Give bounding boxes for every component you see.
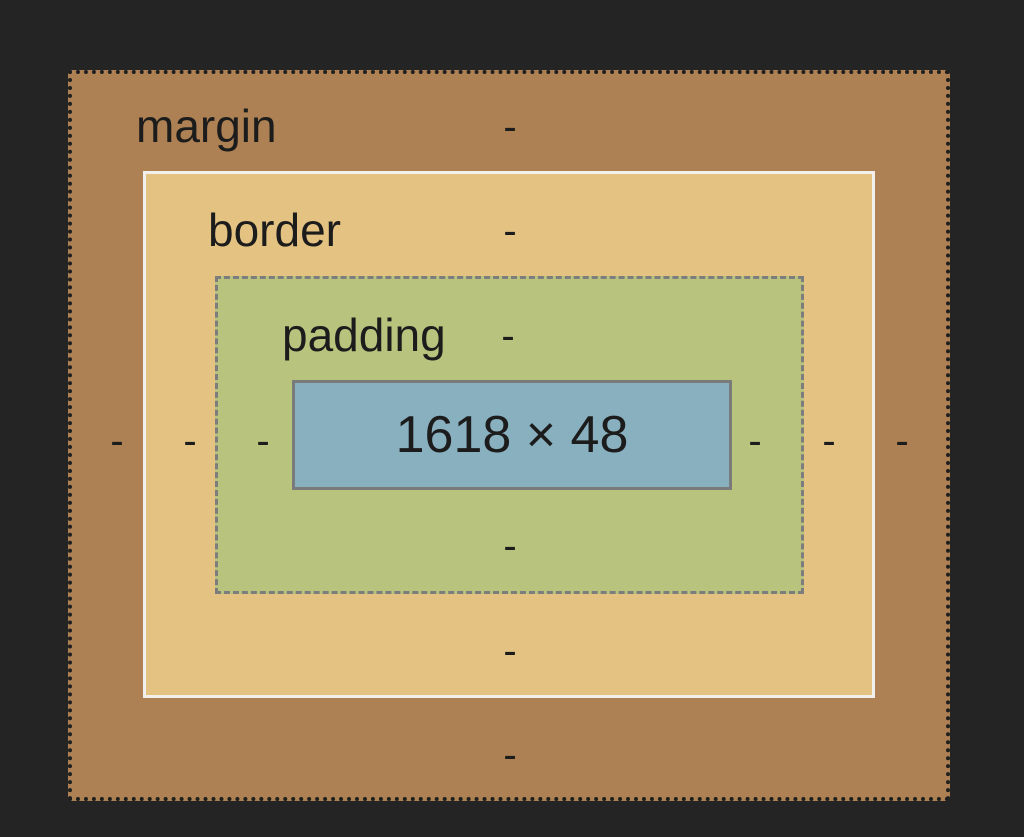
content-size-value[interactable]: 1618 × 48 [395,406,629,464]
padding-top-value[interactable]: - [501,314,515,358]
padding-label: padding [282,309,446,361]
border-bottom-value[interactable]: - [503,629,517,673]
margin-top-value[interactable]: - [503,105,517,149]
margin-label: margin [136,100,277,152]
border-top-value[interactable]: - [503,209,517,253]
margin-right-value[interactable]: - [895,419,909,463]
border-right-value[interactable]: - [822,419,836,463]
margin-left-value[interactable]: - [110,419,124,463]
content-box [292,380,732,490]
border-left-value[interactable]: - [183,419,197,463]
padding-right-value[interactable]: - [748,419,762,463]
padding-bottom-value[interactable]: - [503,524,517,568]
border-label: border [208,204,341,256]
margin-bottom-value[interactable]: - [503,733,517,777]
padding-left-value[interactable]: - [256,419,270,463]
